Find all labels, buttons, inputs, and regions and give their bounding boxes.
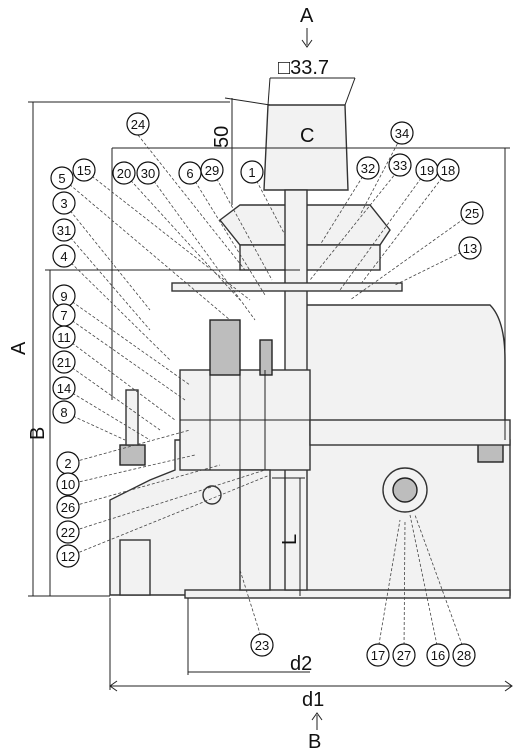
- callout-label: 18: [441, 163, 455, 178]
- callout-label: 21: [57, 355, 71, 370]
- callout-label: 26: [61, 500, 75, 515]
- dim-l: L: [279, 534, 301, 545]
- callout-31: 31: [52, 218, 76, 242]
- callout-32: 32: [356, 156, 380, 180]
- callout-label: 27: [397, 648, 411, 663]
- callout-8: 8: [52, 400, 76, 424]
- callout-label: 24: [131, 117, 145, 132]
- callout-label: 22: [61, 525, 75, 540]
- callout-13: 13: [458, 236, 482, 260]
- callout-3: 3: [52, 191, 76, 215]
- callout-label: 23: [255, 638, 269, 653]
- callout-18: 18: [436, 158, 460, 182]
- callout-16: 16: [426, 643, 450, 667]
- view-label-bottom: B: [308, 731, 321, 753]
- callout-label: 1: [248, 165, 255, 180]
- dim-d2: d2: [290, 653, 312, 675]
- callout-label: 9: [60, 289, 67, 304]
- callout-label: 17: [371, 648, 385, 663]
- callout-28: 28: [452, 643, 476, 667]
- callout-label: 13: [463, 241, 477, 256]
- callout-15: 15: [72, 158, 96, 182]
- callout-26: 26: [56, 495, 80, 519]
- dim-b: B: [27, 427, 49, 440]
- callout-label: 28: [457, 648, 471, 663]
- dim-c: C: [300, 125, 314, 147]
- callout-10: 10: [56, 472, 80, 496]
- callout-label: 16: [431, 648, 445, 663]
- callout-label: 6: [186, 166, 193, 181]
- dim-d1: d1: [302, 689, 324, 711]
- callout-14: 14: [52, 376, 76, 400]
- callout-label: 14: [57, 381, 71, 396]
- callout-17: 17: [366, 643, 390, 667]
- callout-label: 15: [77, 163, 91, 178]
- callout-label: 12: [61, 549, 75, 564]
- dimension-lines: [28, 28, 513, 730]
- callout-label: 11: [57, 330, 71, 345]
- callout-label: 31: [57, 223, 71, 238]
- callout-27: 27: [392, 643, 416, 667]
- callout-34: 34: [390, 121, 414, 145]
- callout-5: 5: [50, 166, 74, 190]
- callout-label: 32: [361, 161, 375, 176]
- view-label-top: A: [300, 5, 314, 27]
- callout-label: 29: [205, 163, 219, 178]
- dim-a: A: [8, 341, 30, 355]
- callout-22: 22: [56, 520, 80, 544]
- callout-label: 10: [61, 477, 75, 492]
- callout-30: 30: [136, 161, 160, 185]
- leader-lines: [61, 134, 473, 651]
- callout-label: 8: [60, 405, 67, 420]
- dim-50: 50: [211, 126, 233, 148]
- callout-label: 7: [60, 308, 67, 323]
- callout-label: 33: [393, 158, 407, 173]
- callout-label: 4: [60, 249, 67, 264]
- callout-12: 12: [56, 544, 80, 568]
- callout-23: 23: [250, 633, 274, 657]
- callout-label: 30: [141, 166, 155, 181]
- callout-29: 29: [200, 158, 224, 182]
- callout-label: 34: [395, 126, 409, 141]
- callout-1: 1: [240, 160, 264, 184]
- callout-label: 5: [58, 171, 65, 186]
- callout-9: 9: [52, 284, 76, 308]
- callout-7: 7: [52, 303, 76, 327]
- dim-square: □33.7: [278, 57, 329, 79]
- callout-20: 20: [112, 161, 136, 185]
- callout-24: 24: [126, 112, 150, 136]
- callout-19: 19: [415, 158, 439, 182]
- callout-25: 25: [460, 201, 484, 225]
- callout-6: 6: [178, 161, 202, 185]
- callout-label: 2: [64, 456, 71, 471]
- callout-4: 4: [52, 244, 76, 268]
- callout-33: 33: [388, 153, 412, 177]
- callout-label: 25: [465, 206, 479, 221]
- callout-label: 3: [60, 196, 67, 211]
- callout-label: 20: [117, 166, 131, 181]
- callout-11: 11: [52, 325, 76, 349]
- callout-label: 19: [420, 163, 434, 178]
- callout-21: 21: [52, 350, 76, 374]
- callout-2: 2: [56, 451, 80, 475]
